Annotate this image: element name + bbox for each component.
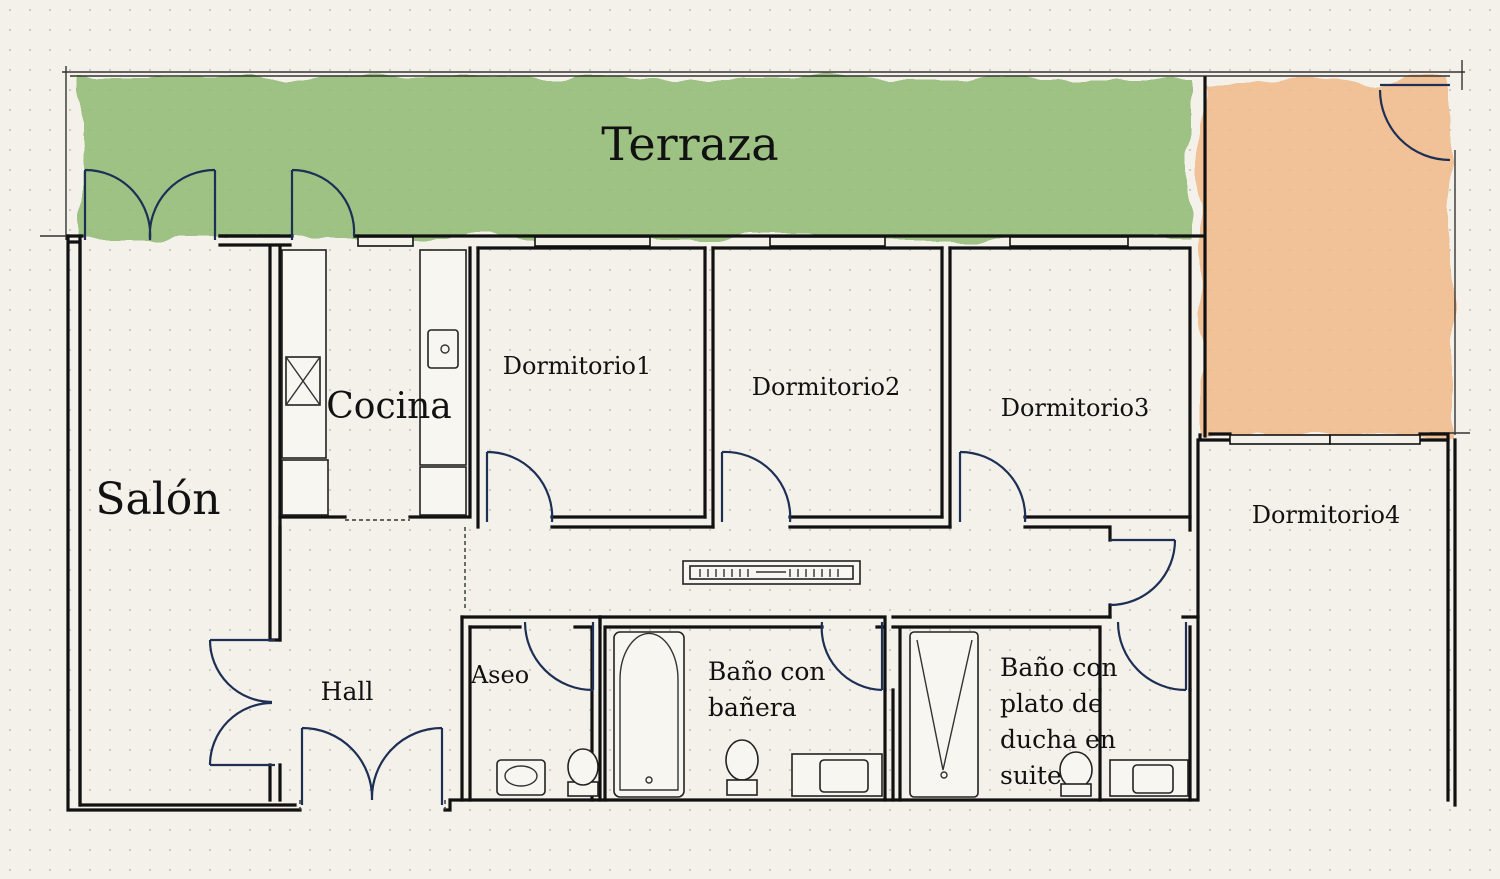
label-bano-suite-line1: Baño con: [1000, 653, 1118, 682]
label-cocina: Cocina: [326, 386, 452, 427]
label-bano-suite-line3: ducha en: [1000, 725, 1116, 754]
label-hall: Hall: [321, 677, 374, 706]
label-dormitorio1: Dormitorio1: [503, 352, 652, 380]
label-bano-suite-line2: plato de: [1000, 689, 1103, 718]
label-aseo: Aseo: [470, 661, 529, 689]
property-lines: [40, 60, 1470, 435]
label-dormitorio2: Dormitorio2: [752, 373, 901, 401]
label-salon: Salón: [95, 474, 220, 525]
doors: [83, 83, 1451, 805]
windows: [357, 236, 1421, 445]
label-dormitorio4: Dormitorio4: [1252, 501, 1401, 529]
terrace-orange-area: [1200, 80, 1450, 435]
label-bano-banera-line1: Baño con: [708, 657, 826, 686]
label-dormitorio3: Dormitorio3: [1001, 394, 1150, 422]
label-terraza: Terraza: [601, 117, 778, 171]
terrace-green-area: [80, 78, 1190, 238]
kitchen-fixtures: [281, 249, 467, 516]
label-bano-banera-line2: bañera: [708, 693, 797, 722]
opening-lines: [299, 519, 466, 810]
walls: [66, 76, 1457, 812]
bathroom-fixtures: [496, 631, 1189, 798]
label-bano-suite-line4: suite: [1000, 761, 1062, 790]
corridor-vent: [682, 560, 861, 585]
